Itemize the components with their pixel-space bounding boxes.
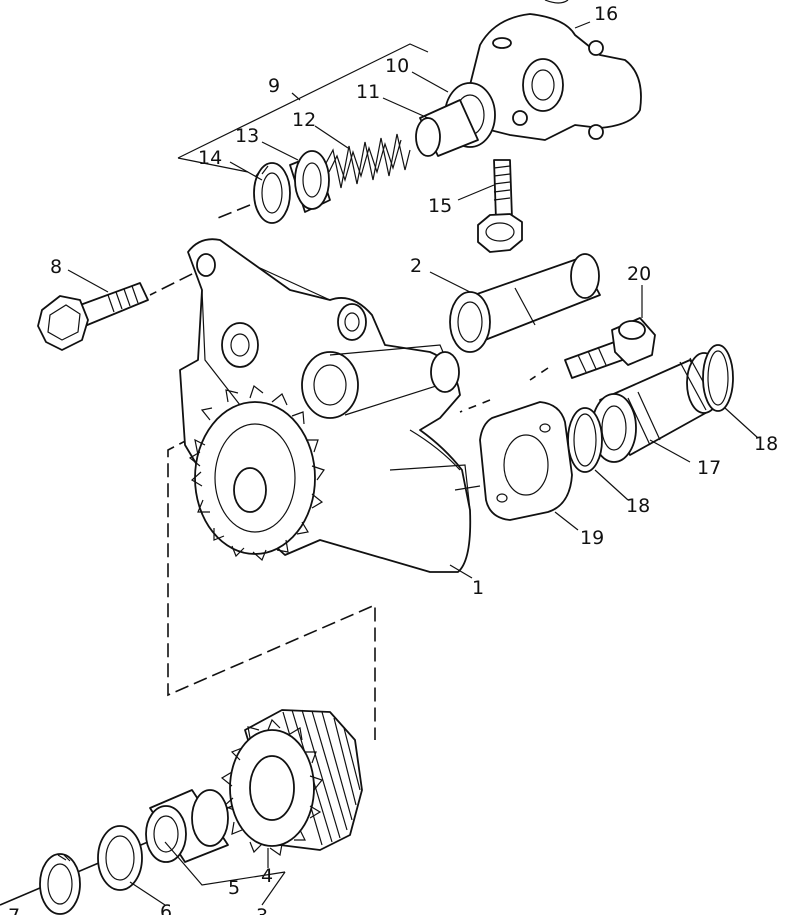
callout-13: 13: [235, 125, 259, 147]
gasket-part-19: [479, 401, 573, 521]
callout-9: 9: [268, 75, 280, 97]
callout-3: 3: [256, 905, 268, 915]
callout-6: 6: [160, 901, 172, 915]
snap-ring-part-14: [253, 162, 291, 224]
bolt-part-8: [37, 282, 149, 351]
plunger-part-11: [415, 99, 479, 157]
spring-part-12: [324, 133, 411, 189]
callout-1: 1: [472, 577, 484, 599]
callout-17: 17: [697, 457, 721, 479]
callout-14: 14: [198, 147, 222, 169]
callout-5: 5: [228, 877, 240, 899]
callout-7: 7: [8, 905, 20, 915]
bushing-part-2: [449, 253, 601, 353]
callout-18-upper: 18: [754, 433, 778, 455]
callout-19: 19: [580, 527, 604, 549]
o-ring-part-18-lower: [567, 407, 603, 473]
leader-lines: [67, 21, 759, 906]
callout-16: 16: [594, 3, 618, 25]
helical-gear-part-4: [220, 709, 363, 857]
callout-15: 15: [428, 195, 452, 217]
sleeve-part-17: [591, 352, 722, 463]
callout-labels: 1 2 3 4 5 6 7 8 9 10 11 12 13 14 15 16 1…: [8, 3, 778, 920]
bushing-part-5: [145, 789, 229, 863]
cap-screw-part-20: [564, 317, 656, 379]
bolt-part-15: [477, 159, 523, 253]
o-ring-part-18-upper: [702, 344, 734, 412]
callout-20: 20: [627, 263, 651, 285]
washer-part-6: [97, 825, 143, 891]
callout-8: 8: [50, 256, 62, 278]
cap-part-13: [289, 150, 331, 213]
callout-12: 12: [292, 109, 316, 131]
callout-10: 10: [385, 55, 409, 77]
callout-18-lower: 18: [626, 495, 650, 517]
snap-ring-part-7: [39, 853, 81, 915]
valve-housing-part-16: [444, 0, 642, 148]
callout-4: 4: [261, 865, 273, 887]
callout-11: 11: [356, 81, 380, 103]
callout-2: 2: [410, 255, 422, 277]
pump-drive-gear: [188, 385, 325, 562]
